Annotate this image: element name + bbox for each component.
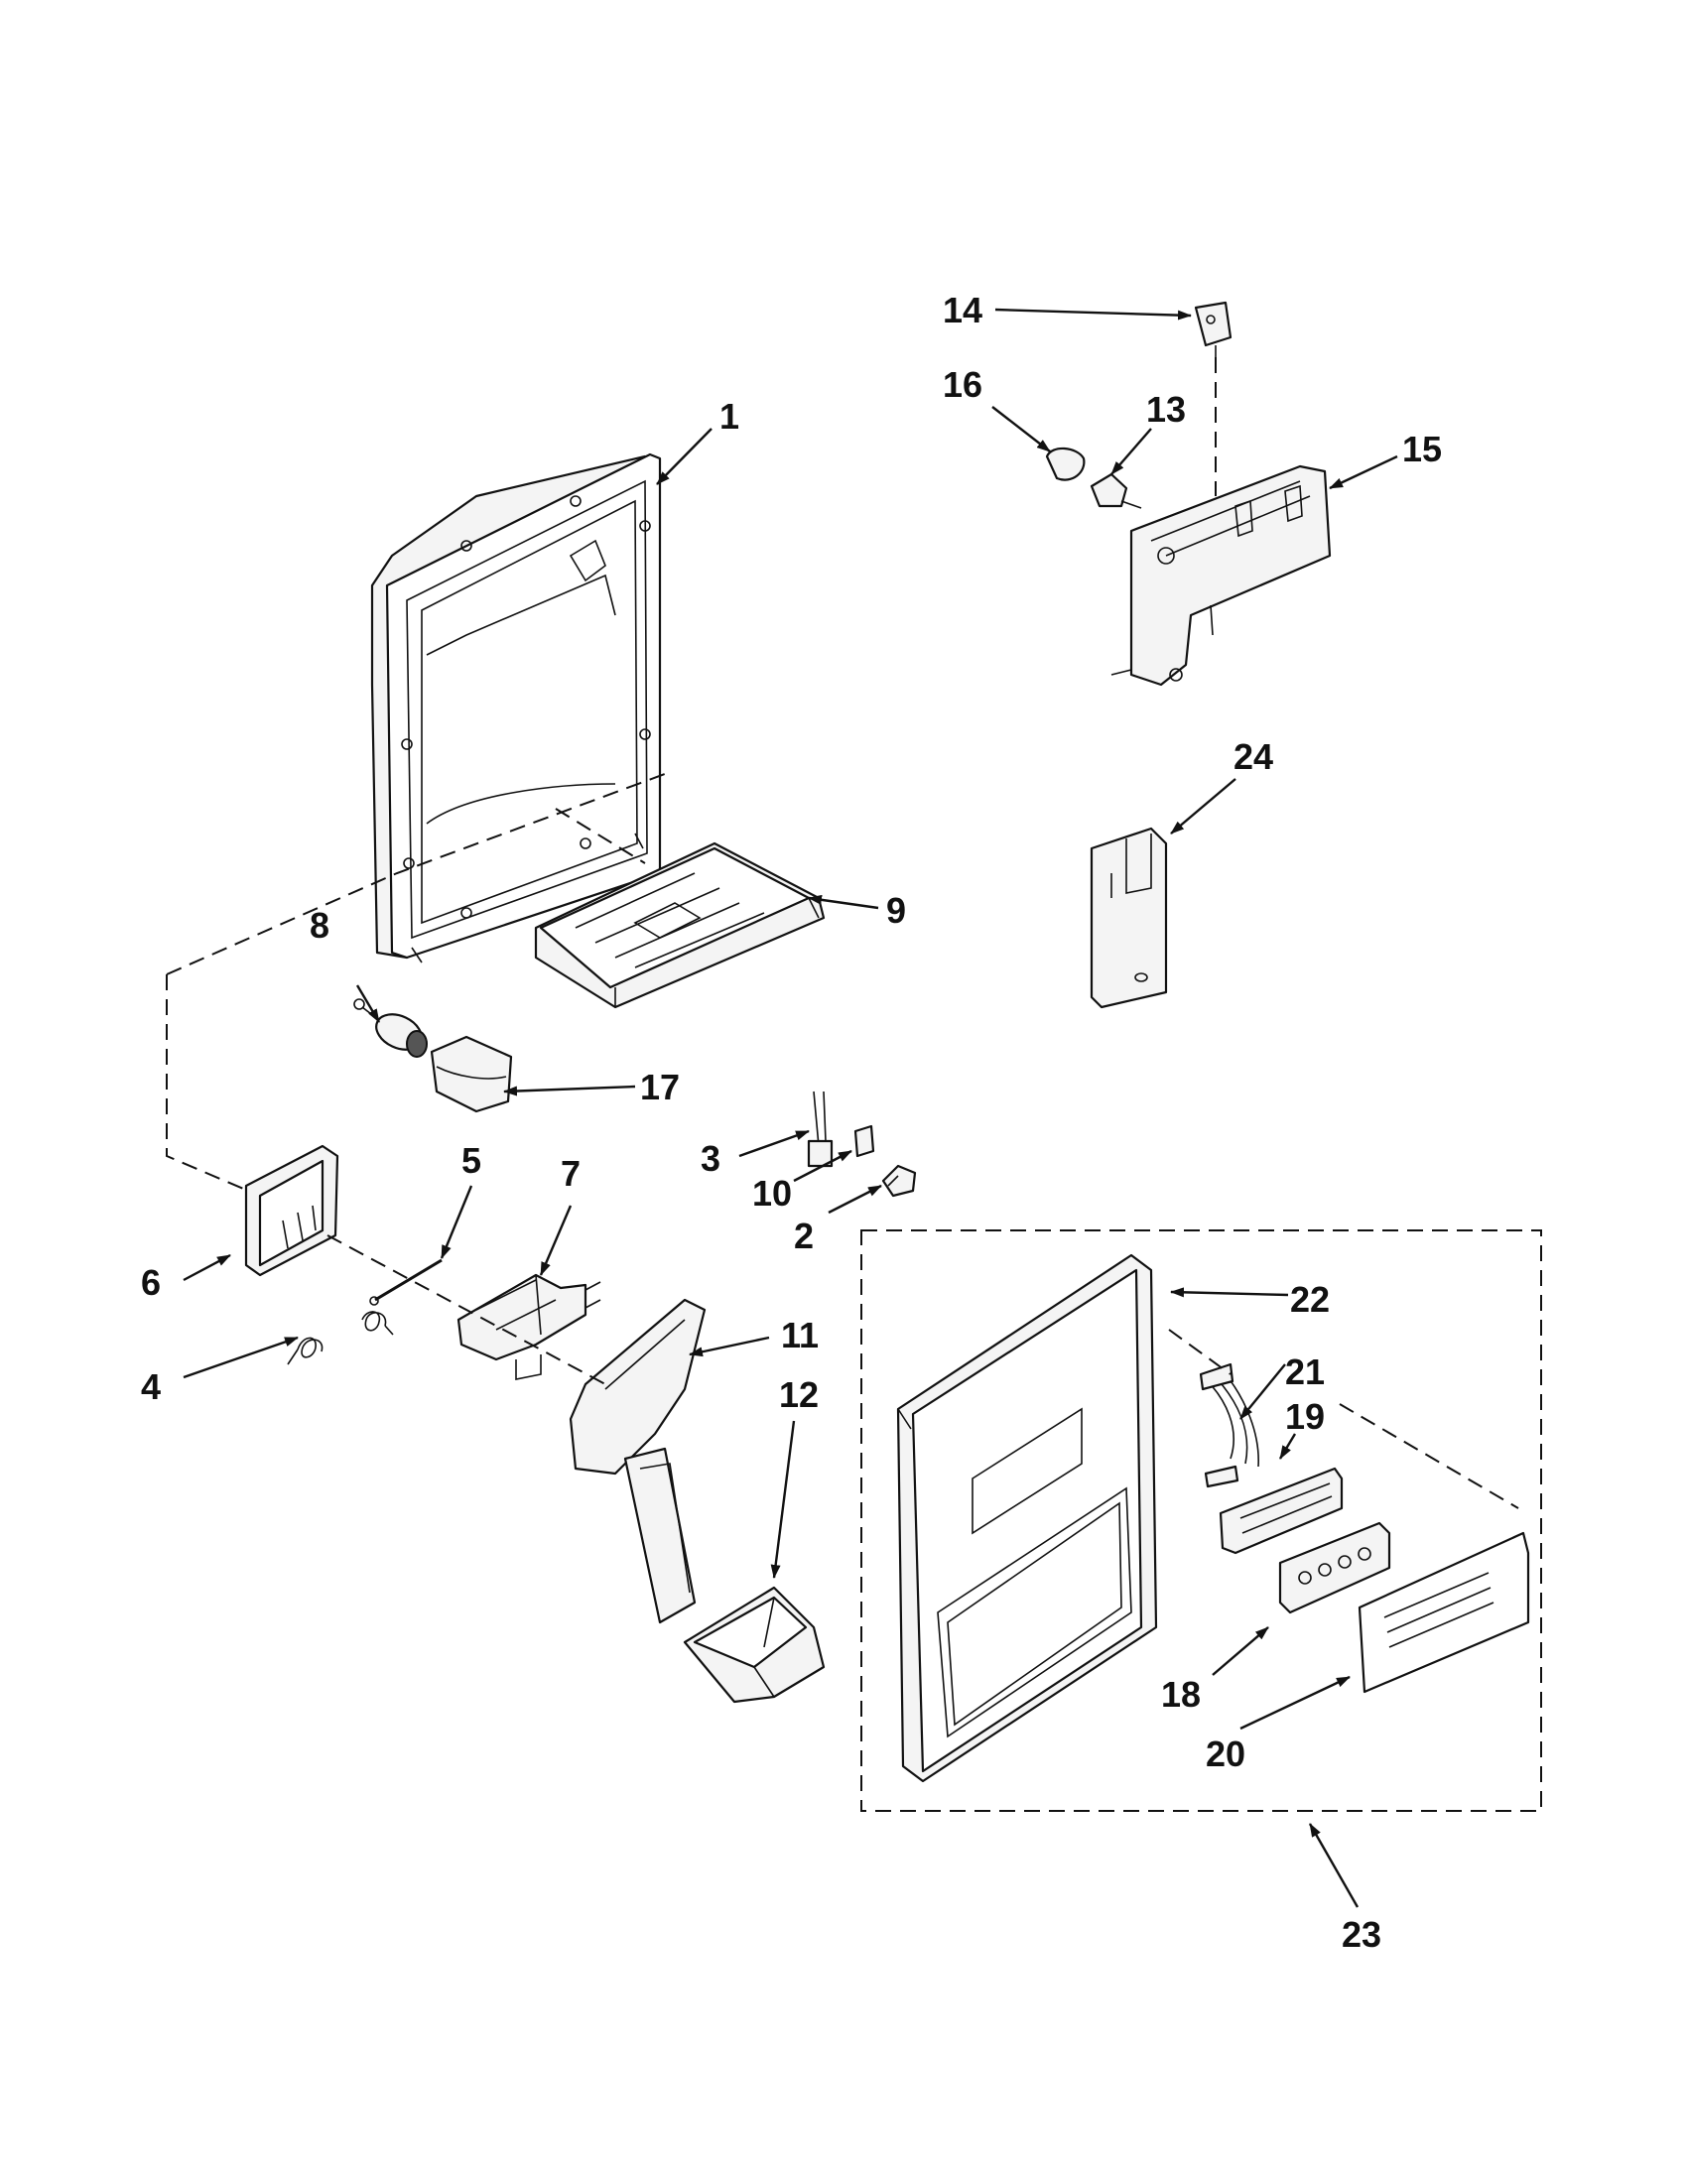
small-plate — [853, 1124, 875, 1158]
assembly-lines — [166, 357, 1519, 1509]
ice-chute — [683, 1586, 826, 1704]
callout-7: 7 — [561, 1153, 581, 1194]
wire-harness — [1199, 1362, 1259, 1488]
lever-bracket — [456, 1273, 601, 1380]
control-bracket — [1110, 464, 1332, 687]
callout-12: 12 — [779, 1374, 819, 1415]
callout-4: 4 — [141, 1366, 161, 1407]
switch-board — [1278, 1521, 1391, 1614]
callout-21: 21 — [1285, 1351, 1325, 1392]
callout-14: 14 — [943, 290, 982, 330]
callout-15: 15 — [1402, 429, 1442, 469]
sensor-part — [1194, 301, 1233, 357]
callout-20: 20 — [1206, 1734, 1245, 1774]
callout-18: 18 — [1161, 1674, 1201, 1715]
callout-16: 16 — [943, 364, 982, 405]
switch-actuator — [244, 1144, 339, 1277]
callout-3: 3 — [701, 1138, 720, 1179]
callout-1: 1 — [719, 396, 739, 437]
chute-door — [1090, 827, 1168, 1009]
callout-13: 13 — [1146, 389, 1186, 430]
callout-22: 22 — [1290, 1279, 1330, 1320]
mounting-clip — [807, 1091, 834, 1168]
callout-24: 24 — [1234, 736, 1273, 777]
callout-5: 5 — [461, 1140, 481, 1181]
light-bulb — [1045, 447, 1086, 481]
bulb-socket — [1090, 472, 1142, 509]
dispenser-housing — [370, 452, 662, 964]
callout-9: 9 — [886, 890, 906, 931]
screw — [881, 1164, 917, 1198]
callout-labels: 1 2 3 4 5 6 7 8 9 10 11 12 13 14 15 16 1… — [141, 290, 1442, 1955]
control-overlay — [1358, 1531, 1530, 1694]
callout-10: 10 — [752, 1173, 792, 1214]
pivot-pin — [369, 1258, 443, 1306]
front-panel — [896, 1253, 1158, 1783]
torsion-springs — [287, 1311, 394, 1365]
solenoid-cover — [430, 1035, 513, 1113]
callout-17: 17 — [640, 1067, 680, 1107]
callout-23: 23 — [1342, 1914, 1381, 1955]
callout-6: 6 — [141, 1262, 161, 1303]
callout-19: 19 — [1285, 1396, 1325, 1437]
callout-2: 2 — [794, 1216, 814, 1256]
sub-assembly-box — [860, 1229, 1542, 1812]
solenoid-part — [353, 998, 428, 1058]
leader-lines — [183, 308, 1398, 1908]
button-housing — [1219, 1467, 1344, 1555]
actuator-paddle — [569, 1298, 707, 1624]
callout-11: 11 — [781, 1315, 819, 1355]
drip-tray — [534, 841, 826, 1009]
callout-8: 8 — [310, 905, 329, 946]
